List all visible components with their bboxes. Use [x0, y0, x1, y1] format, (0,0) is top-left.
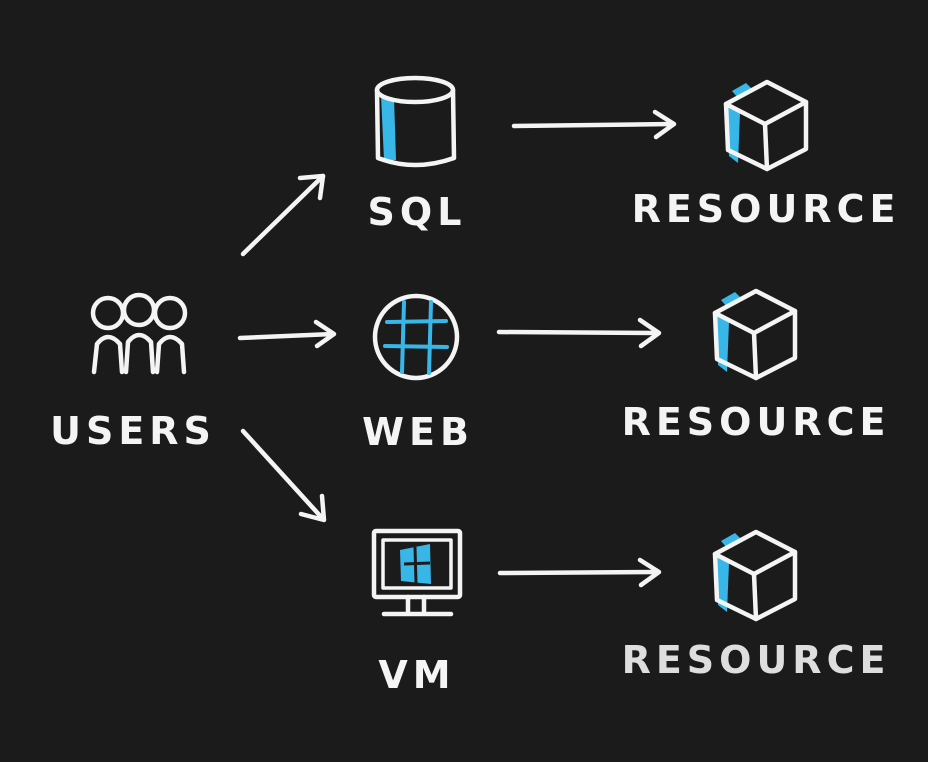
users-group-icon — [90, 292, 188, 375]
arrow-web-to-resource — [496, 317, 662, 349]
vm-node: VM — [371, 528, 463, 697]
resource-label-2: RESOURCE — [622, 400, 891, 444]
cube-icon — [712, 529, 798, 622]
monitor-windows-icon — [371, 528, 463, 617]
users-label: USERS — [50, 409, 216, 453]
resource-node-2: RESOURCE — [622, 288, 891, 444]
database-cylinder-icon — [374, 75, 457, 168]
globe-icon — [372, 293, 460, 381]
web-label: WEB — [362, 410, 474, 454]
users-node: USERS — [50, 292, 216, 453]
resource-node-3: RESOURCE — [622, 529, 891, 682]
arrow-users-to-web — [237, 319, 337, 349]
vm-label: VM — [378, 653, 455, 697]
arrow-users-to-vm — [240, 428, 327, 523]
web-node: WEB — [362, 293, 474, 454]
resource-label-1: RESOURCE — [632, 187, 901, 231]
arrow-sql-to-resource — [511, 109, 677, 140]
arrow-users-to-sql — [240, 173, 326, 257]
cube-icon — [723, 79, 809, 172]
sql-label: SQL — [368, 190, 467, 234]
sql-node: SQL — [368, 75, 467, 234]
resource-label-3: RESOURCE — [622, 638, 891, 682]
cube-icon — [712, 288, 798, 381]
resource-node-1: RESOURCE — [632, 79, 901, 231]
arrow-vm-to-resource — [497, 557, 662, 588]
